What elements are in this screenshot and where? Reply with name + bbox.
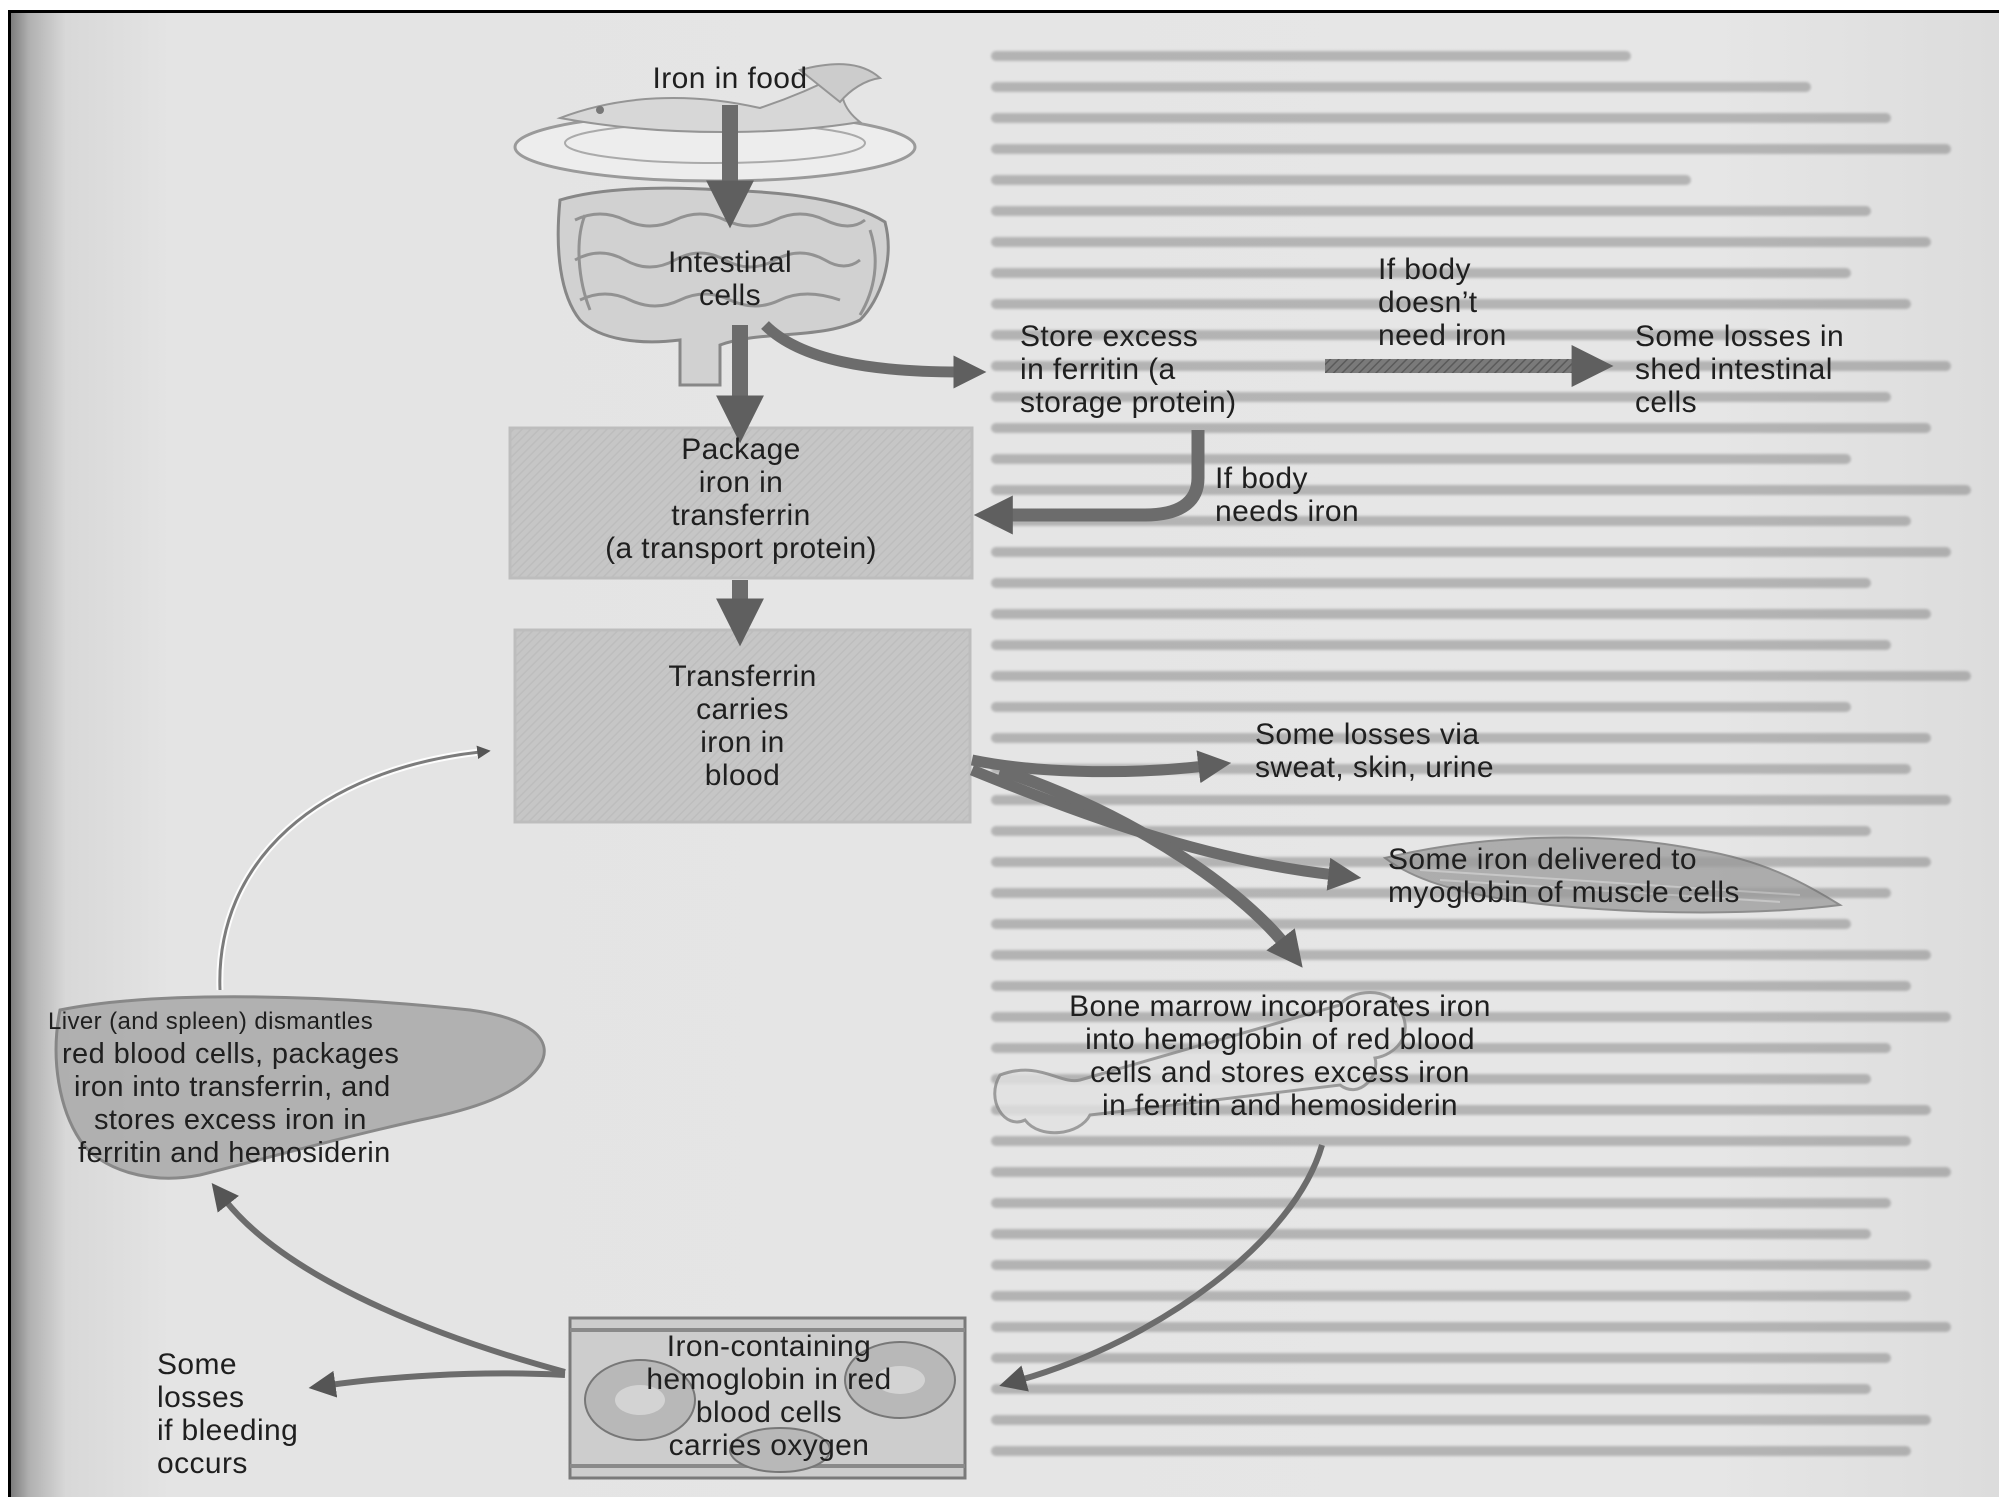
background-text-line [991, 485, 1971, 495]
arrow-rbc-to-bleeding [308, 1370, 566, 1398]
liver-spleen-label: Liver (and spleen) dismantles red blood … [48, 1008, 400, 1169]
background-text-line [991, 1043, 1891, 1053]
arrow-ferritin-to-package [973, 430, 1205, 535]
background-text-line [991, 764, 1911, 774]
background-text-line [991, 1229, 1871, 1239]
arrow-liver-to-blood [216, 745, 491, 991]
background-text-line [991, 609, 1931, 619]
background-text-line [991, 1012, 1951, 1022]
arrow-blood-to-muscle [969, 764, 1362, 891]
arrow-blood-to-bone-marrow [998, 764, 1303, 968]
background-text-line [991, 1291, 1911, 1301]
background-text-line [991, 113, 1891, 123]
arrow-rbc-to-liver [211, 1183, 566, 1375]
background-text-line [991, 51, 1631, 61]
background-text-line [991, 547, 1951, 557]
background-text-line [991, 1105, 1931, 1115]
background-text-line [991, 671, 1971, 681]
background-text-line [991, 237, 1931, 247]
background-text-line [991, 516, 1911, 526]
background-text-line [991, 1446, 1911, 1456]
bone-icon [993, 991, 1407, 1135]
background-text-line [991, 1415, 1931, 1425]
background-text-line [991, 1167, 1951, 1177]
background-text-line [991, 206, 1871, 216]
muscle-cell-icon [1382, 836, 1843, 914]
arrow-blood-to-sweat [970, 750, 1232, 784]
iron-in-food-label: Iron in food [652, 62, 808, 95]
background-text-line [991, 175, 1691, 185]
background-text-line [991, 268, 1851, 278]
background-text-line [991, 640, 1891, 650]
background-text-line [991, 795, 1951, 805]
background-text-line [991, 888, 1891, 898]
red-blood-cells-icon [568, 1316, 967, 1480]
background-text-line [991, 1353, 1891, 1363]
arrow-intestine-to-ferritin [761, 321, 987, 389]
liver-icon [54, 995, 546, 1180]
background-text-line [991, 423, 1931, 433]
background-text-line [991, 299, 1911, 309]
transferrin-blood-box [513, 628, 972, 824]
background-text-line [991, 392, 1891, 402]
background-text-line [991, 919, 1851, 929]
transferrin-package-box [508, 426, 974, 580]
background-text-line [991, 1260, 1931, 1270]
background-text-line [991, 1384, 1871, 1394]
background-text-line [991, 82, 1811, 92]
background-text-line [991, 702, 1851, 712]
background-text-line [991, 578, 1871, 588]
background-text-line [991, 981, 1911, 991]
background-text-line [991, 330, 1771, 340]
background-text-line [991, 950, 1931, 960]
background-text-line [991, 454, 1851, 464]
background-text-line [991, 1198, 1891, 1208]
background-text-line [991, 1074, 1871, 1084]
background-text-line [991, 733, 1931, 743]
arrow-bone-marrow-to-rbc [999, 1144, 1325, 1392]
background-text-line [991, 144, 1951, 154]
background-text-line [991, 826, 1871, 836]
background-text-line [991, 1136, 1911, 1146]
background-text-line [991, 1322, 1951, 1332]
